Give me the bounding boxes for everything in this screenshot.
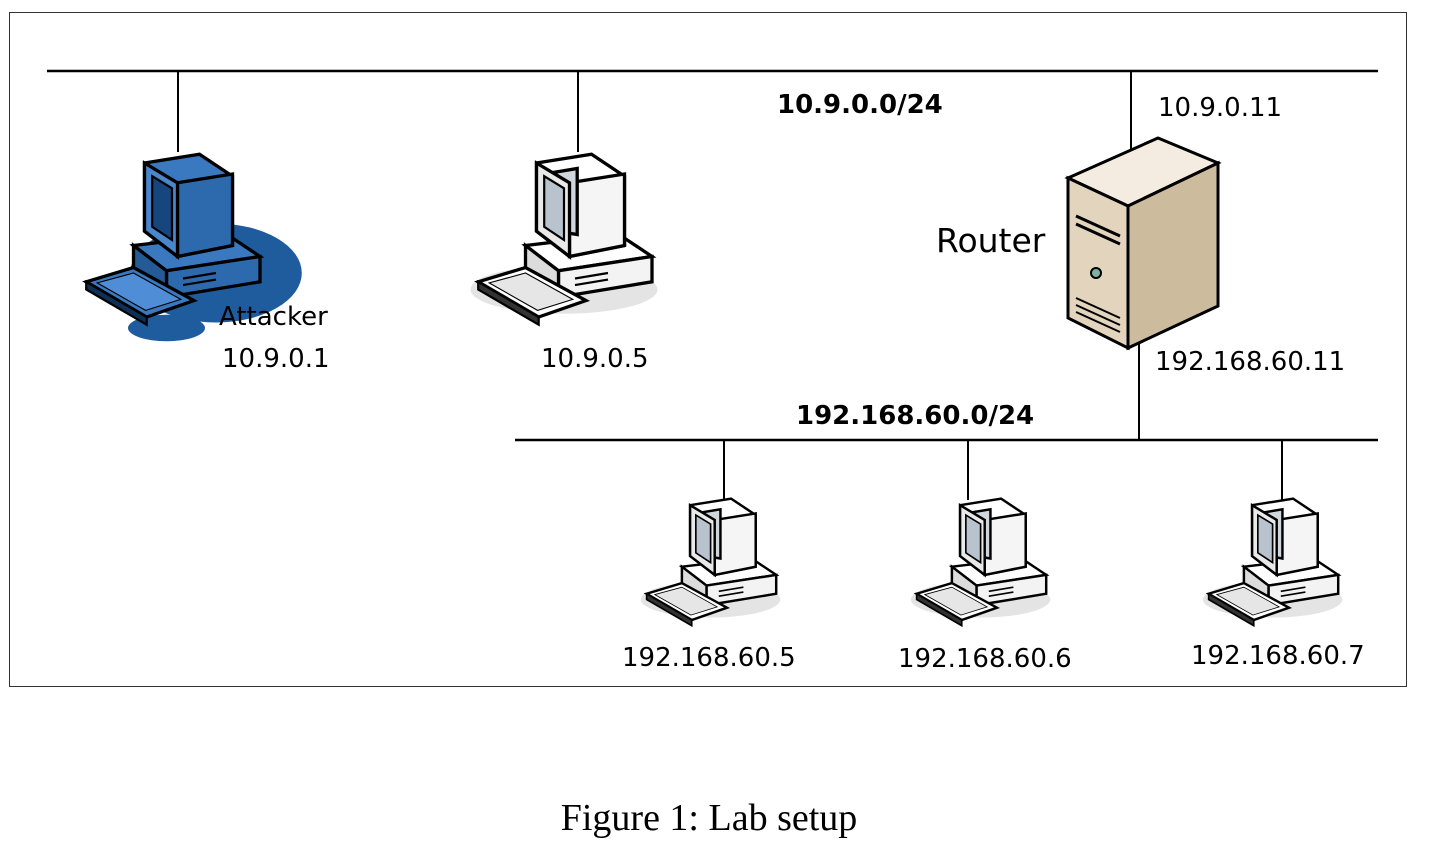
network-label-top: 10.9.0.0/24: [777, 90, 943, 120]
router-ip-bottom: 192.168.60.11: [1155, 347, 1346, 377]
lan-computer-icon: [909, 497, 1052, 627]
router-server-icon: [1066, 136, 1220, 350]
host-computer-icon: [468, 152, 660, 327]
diagram-frame: [9, 12, 1407, 687]
lan-computer-icon: [1201, 497, 1344, 627]
router-label: Router: [936, 221, 1046, 260]
router-ip-top: 10.9.0.11: [1158, 93, 1283, 123]
network-label-bottom: 192.168.60.0/24: [796, 401, 1035, 431]
attacker-label: Attacker: [219, 302, 328, 332]
lan-computer-icon: [639, 497, 782, 627]
lan3-ip: 192.168.60.7: [1191, 641, 1365, 671]
lan1-ip: 192.168.60.5: [622, 643, 796, 673]
attacker-ip: 10.9.0.1: [222, 344, 330, 374]
host1-ip: 10.9.0.5: [541, 344, 649, 374]
figure-caption: Figure 1: Lab setup: [560, 797, 858, 839]
lan2-ip: 192.168.60.6: [898, 644, 1072, 674]
